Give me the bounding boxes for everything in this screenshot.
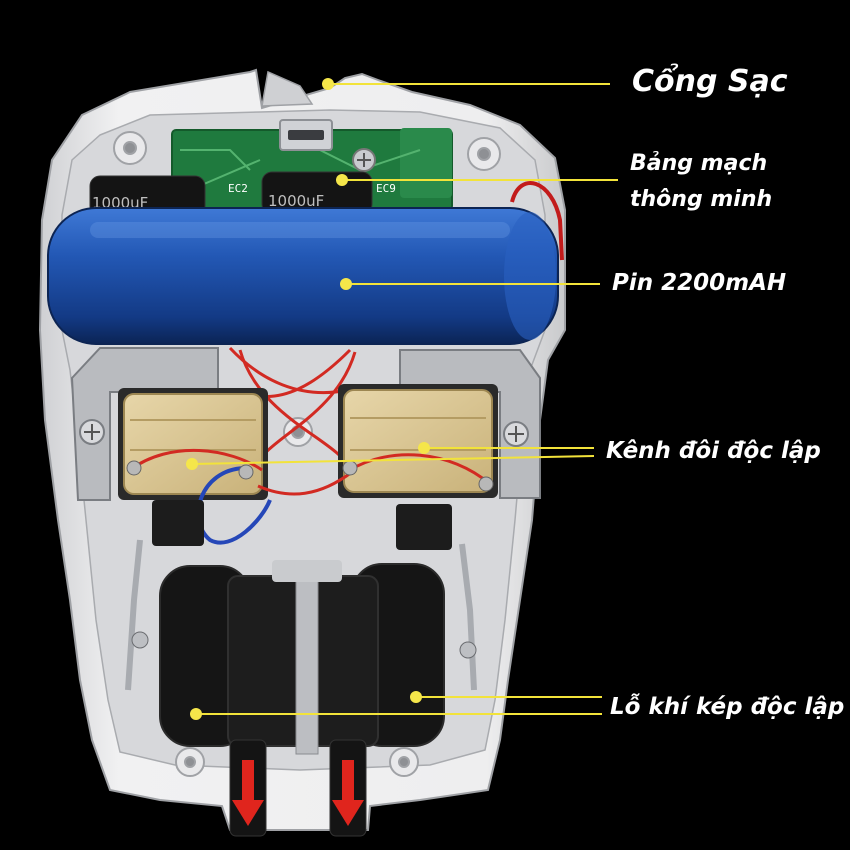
screw-bosses (113, 131, 501, 777)
label-battery: Pin 2200mAH (612, 270, 787, 296)
spring-arms (125, 539, 477, 691)
label-smart-board-line1: Bảng mạch (630, 151, 768, 176)
label-charging-port: Cổng Sạc (632, 64, 788, 99)
label-smart-board: Bảng mạch thông minh (630, 146, 772, 218)
callout-dots (186, 78, 430, 720)
svg-text:1000uF: 1000uF (268, 192, 324, 210)
coil-left (118, 388, 268, 500)
board-mark-ec9: EC9 (376, 182, 396, 195)
air-flow-arrow-right (332, 760, 364, 826)
label-dual-channel: Kênh đôi độc lập (606, 438, 821, 464)
charging-port-notch (261, 70, 314, 107)
battery-cell (47, 207, 559, 345)
circuit-board: EC2 EC9 (171, 119, 453, 211)
air-pump-assembly (131, 560, 477, 755)
label-dual-air-outlet: Lỗ khí kép độc lập (610, 694, 845, 720)
label-smart-board-line2: thông minh (630, 187, 773, 212)
air-flow-arrow-left (232, 760, 264, 826)
callout-lines (191, 83, 618, 715)
battery-lead-wire (510, 181, 564, 261)
magnets (152, 500, 452, 550)
coil-right (338, 384, 498, 498)
board-mark-ec2: EC2 (228, 182, 248, 195)
